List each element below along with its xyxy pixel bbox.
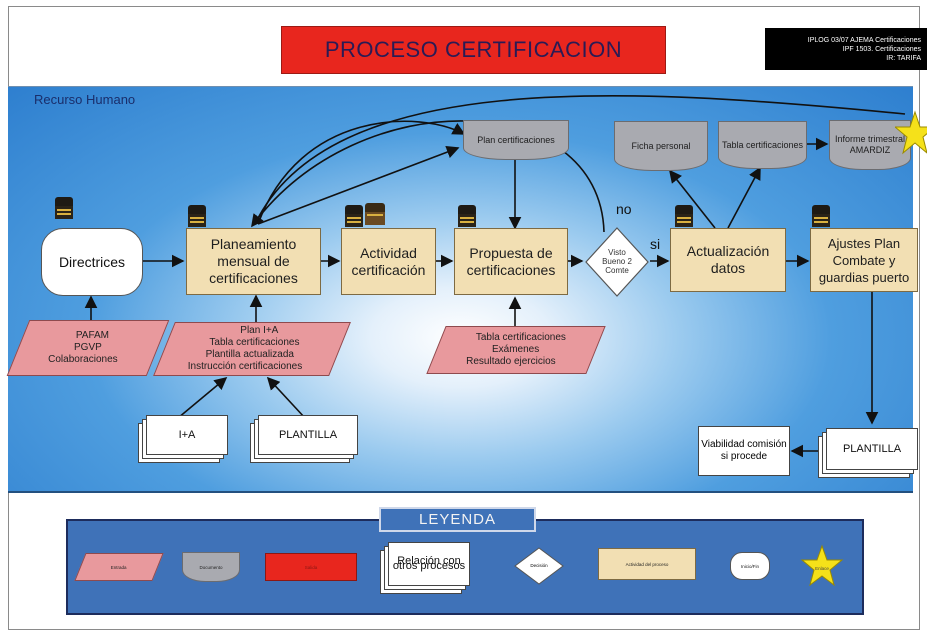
doc-plan-label: Plan certificaciones: [477, 134, 555, 145]
node-directrices: Directrices: [41, 228, 143, 296]
doc-informe-label: Informe trimestral AMARDIZ: [834, 134, 905, 155]
input-line: Colaboraciones: [48, 354, 118, 365]
doc-plan-certificaciones: Plan certificaciones: [463, 120, 569, 160]
legend-actividad-label: Actividad del proceso: [625, 561, 669, 567]
legend-salida-label: Salida: [304, 564, 318, 570]
legend-entrada: Entrada: [74, 553, 164, 581]
node-viabilidad-label: Viabilidad comisión si procede: [701, 439, 787, 462]
input-line: Tabla certificaciones: [209, 337, 300, 348]
legend-enlace-label: Enlace: [815, 566, 829, 571]
officer-cap-icon: [188, 205, 206, 227]
decision-si-label: si: [650, 236, 661, 252]
input-line: Tabla certificaciones: [475, 332, 566, 343]
arrow-long-curve: [254, 94, 906, 225]
legend-relacion: Relación con otros procesos: [380, 542, 470, 594]
stack-plantilla-right-label: PLANTILLA: [842, 443, 902, 455]
node-directrices-label: Directrices: [58, 254, 126, 270]
reference-line-1: IPLOG 03/07 AJEMA Certificaciones: [807, 36, 921, 44]
legend-inicio-fin-label: Inicio/Fin: [740, 563, 759, 569]
node-visto-label: Visto Bueno 2 Comte: [602, 248, 632, 275]
stack-plantilla-left-label: PLANTILLA: [278, 429, 338, 441]
input-line: PGVP: [74, 342, 102, 353]
legend-decision-diamond: [514, 547, 564, 585]
decision-no-label: no: [616, 201, 632, 217]
officer-cap-icon: [55, 197, 73, 219]
doc-tabla-label: Tabla certificaciones: [721, 139, 804, 150]
input-line: Resultado ejercicios: [466, 356, 556, 367]
officer-cap-icon: [812, 205, 830, 227]
arrow-ia-inputs: [177, 376, 228, 419]
node-actividad: Actividad certificación: [341, 228, 436, 295]
diagram-title: PROCESO CERTIFICACION: [281, 26, 666, 74]
stack-ia: I+A: [138, 415, 228, 463]
doc-ficha-label: Ficha personal: [631, 140, 691, 151]
input-line: PAFAM: [76, 330, 110, 341]
arrow-planeamiento-plan: [257, 145, 460, 225]
star-icon: [895, 110, 927, 155]
node-propuesta: Propuesta de certificaciones: [454, 228, 568, 295]
legend-decision: Decisión: [513, 546, 565, 586]
arrow-plantilla-inputs: [266, 376, 306, 419]
stack-plantilla-right: PLANTILLA: [818, 428, 918, 478]
node-planeamiento: Planeamiento mensual de certificaciones: [186, 228, 321, 295]
node-visto-bueno: Visto Bueno 2 Comte: [584, 226, 650, 298]
input-line: Instrucción certificaciones: [187, 361, 302, 372]
stack-plantilla-left: PLANTILLA: [250, 415, 360, 463]
legend-actividad: Actividad del proceso: [598, 548, 696, 580]
input-line: Plan I+A: [240, 325, 279, 336]
diagram-title-text: PROCESO CERTIFICACION: [324, 37, 623, 62]
legend-title: LEYENDA: [379, 507, 536, 532]
officer-cap-icon: [675, 205, 693, 227]
legend-entrada-label: Entrada: [111, 564, 127, 570]
input-planeamiento: Plan I+A Tabla certificaciones Plantilla…: [153, 322, 351, 376]
legend-salida: Salida: [265, 553, 357, 581]
node-propuesta-label: Propuesta de certificaciones: [466, 244, 556, 278]
reference-line-3: IR: TARIFA: [886, 54, 921, 62]
input-directrices: PAFAM PGVP Colaboraciones: [6, 320, 170, 376]
node-actualizacion-label: Actualización datos: [686, 243, 770, 276]
node-planeamiento-label: Planeamiento mensual de certificaciones: [209, 236, 298, 286]
node-actividad-label: Actividad certificación: [351, 244, 426, 278]
legend-documento-label: Documento: [199, 564, 223, 570]
input-line: Plantilla actualizada: [205, 349, 294, 360]
officer-cap-icon: [345, 205, 363, 227]
reference-line-2: IPF 1503. Certificaciones: [842, 45, 921, 53]
legend-star-icon: [800, 544, 844, 587]
legend-decision-label: Decisión: [530, 563, 548, 568]
node-actualizacion: Actualización datos: [670, 228, 786, 292]
rank-insignia-icon: [365, 203, 385, 225]
section-label: Recurso Humano: [34, 92, 136, 107]
node-ajustes: Ajustes Plan Combate y guardias puerto: [810, 228, 918, 292]
stack-ia-label: I+A: [178, 429, 196, 441]
input-propuesta: Tabla certificaciones Exámenes Resultado…: [426, 326, 606, 374]
node-ajustes-label: Ajustes Plan Combate y guardias puerto: [818, 235, 910, 285]
decision-diamond: [585, 227, 649, 297]
doc-tabla-certificaciones: Tabla certificaciones: [718, 121, 807, 169]
node-viabilidad: Viabilidad comisión si procede: [698, 426, 790, 476]
arrow-planeamiento-plan-curve: [257, 120, 466, 225]
legend-relacion-label: Relación con otros procesos: [392, 555, 466, 572]
arrow-to-tabla: [727, 166, 761, 229]
officer-cap-icon: [458, 205, 476, 227]
legend-documento: Documento: [182, 552, 240, 582]
input-line: Exámenes: [492, 344, 540, 355]
legend-inicio-fin: Inicio/Fin: [730, 552, 770, 580]
reference-box: IPLOG 03/07 AJEMA Certificaciones IPF 15…: [765, 28, 927, 70]
arrow-to-ficha: [669, 169, 716, 229]
doc-ficha-personal: Ficha personal: [614, 121, 708, 171]
